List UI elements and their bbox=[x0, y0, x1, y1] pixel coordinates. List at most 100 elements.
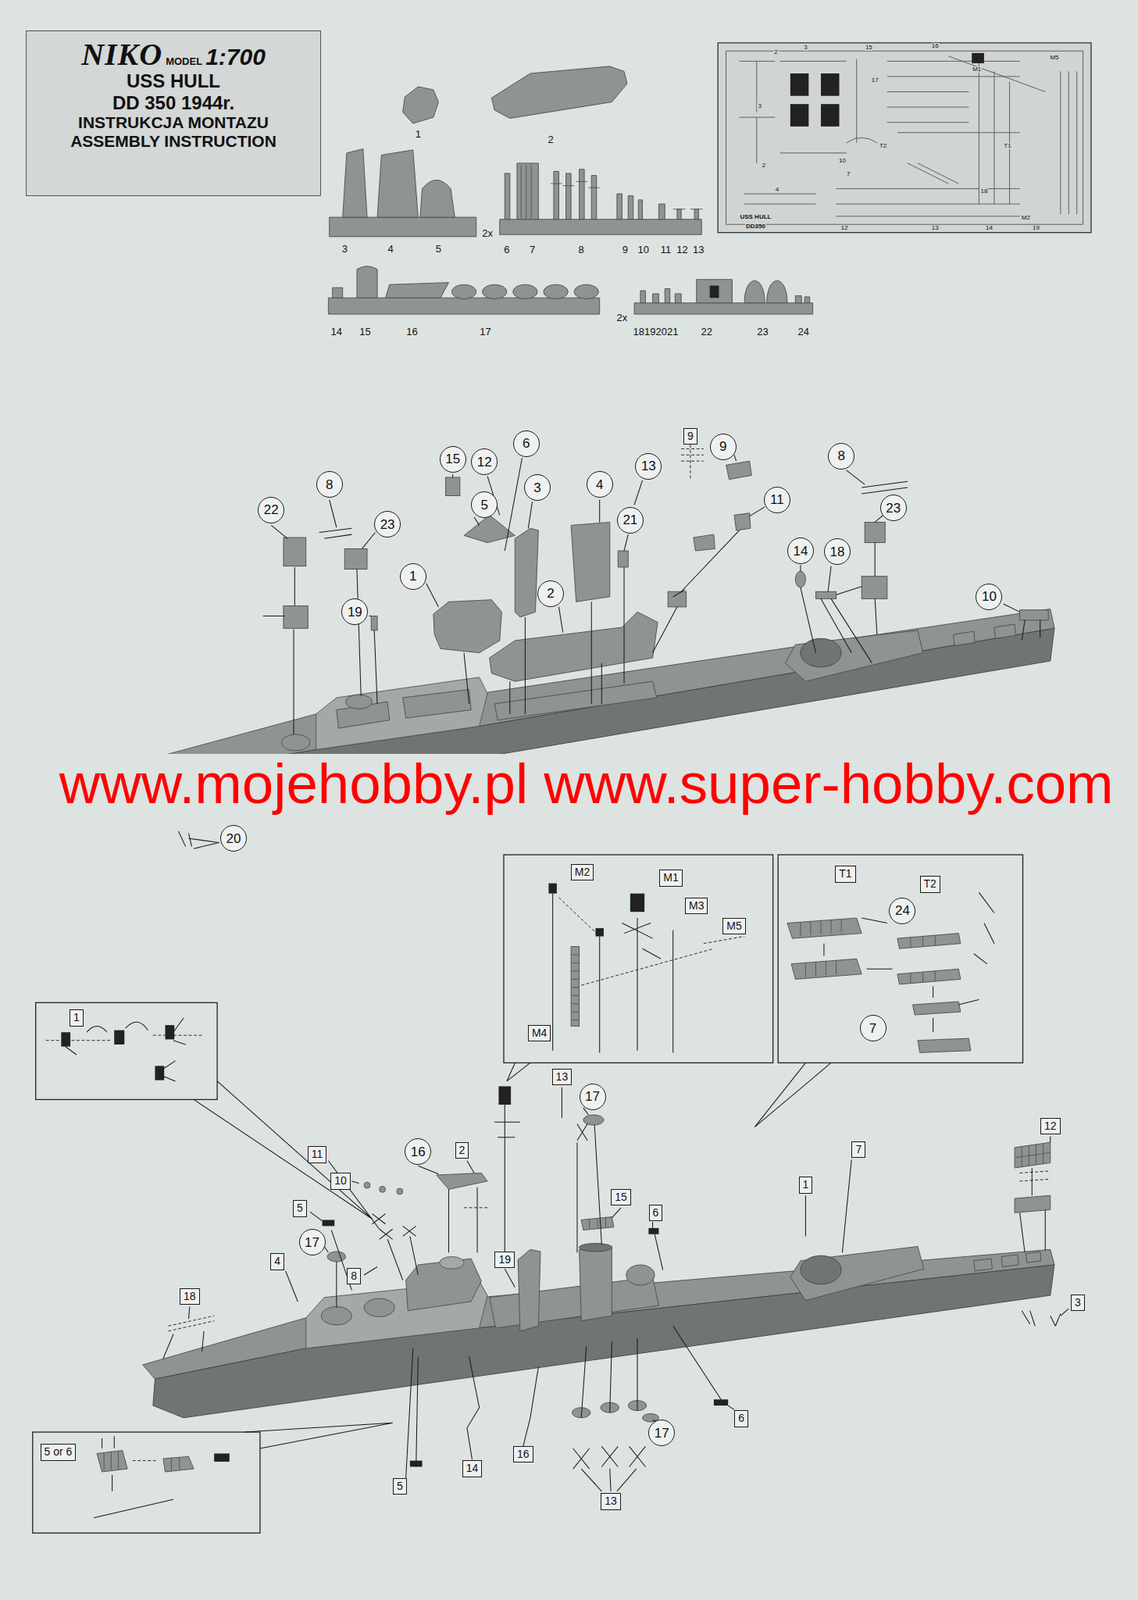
callout-circle: 15 bbox=[439, 445, 467, 473]
callout-number: 11 bbox=[770, 492, 785, 507]
inset-frame bbox=[503, 854, 774, 1063]
callout-circle: 22 bbox=[257, 496, 285, 524]
part-number: 9 bbox=[622, 244, 628, 255]
inset-pointer bbox=[754, 1062, 832, 1127]
part-number: 12 bbox=[676, 244, 688, 255]
callout-number: 1 bbox=[409, 569, 417, 583]
fret-part bbox=[820, 73, 840, 97]
callout-circle: 23 bbox=[374, 510, 401, 538]
fret-label: M1 bbox=[971, 66, 982, 73]
inset-pointer bbox=[506, 1062, 531, 1081]
callout-circle: 13 bbox=[634, 453, 662, 480]
callout-box: T1 bbox=[834, 865, 856, 882]
small-part bbox=[693, 460, 752, 551]
railing-parts bbox=[167, 1170, 1050, 1331]
mast-part bbox=[595, 927, 603, 936]
gun-mount bbox=[281, 734, 311, 751]
callout-circle: 3 bbox=[524, 474, 551, 501]
black-part bbox=[322, 1219, 336, 1226]
fret-label: 4 bbox=[774, 186, 780, 193]
callout-number: 6 bbox=[652, 1206, 660, 1219]
antenna-parts bbox=[372, 1123, 1061, 1469]
part-number: 22 bbox=[701, 326, 713, 337]
fret-label: USS HULL bbox=[738, 214, 772, 221]
callout-number: M5 bbox=[726, 920, 742, 932]
watermark: www.mojehobby.pl www.super-hobby.com bbox=[59, 753, 1114, 814]
callout-circle: 1 bbox=[399, 563, 427, 590]
callout-number: 3 bbox=[533, 481, 541, 495]
callout-number: 18 bbox=[829, 545, 845, 559]
callout-number: 16 bbox=[517, 1448, 530, 1460]
callout-number: 4 bbox=[595, 478, 603, 492]
callout-circle: 17 bbox=[299, 1228, 326, 1256]
float-disc bbox=[327, 1251, 347, 1262]
fret-part bbox=[790, 73, 810, 97]
gun-mount bbox=[321, 1305, 352, 1325]
part-number: 4 bbox=[387, 243, 393, 254]
fret-label: T2 bbox=[878, 142, 888, 150]
small-part bbox=[363, 1181, 371, 1188]
callout-number: 17 bbox=[585, 1089, 600, 1103]
callout-circle: 9 bbox=[709, 433, 737, 461]
radar bbox=[498, 1085, 511, 1105]
brand-subtitle: MODEL bbox=[165, 55, 203, 68]
callout-circle: 2 bbox=[537, 580, 564, 607]
callout-number: 23 bbox=[885, 501, 901, 515]
fret-label: 16 bbox=[931, 42, 940, 50]
part-number: 16 bbox=[406, 326, 418, 337]
director bbox=[626, 1264, 656, 1285]
gun-part bbox=[861, 576, 888, 600]
callout-box: 4 bbox=[270, 1252, 285, 1270]
callout-number: 10 bbox=[334, 1174, 347, 1187]
callout-number: 5 bbox=[296, 1202, 304, 1214]
callout-number: 13 bbox=[641, 459, 657, 473]
callout-number: 8 bbox=[837, 449, 845, 463]
callout-number: 8 bbox=[350, 1269, 357, 1282]
callout-number: M2 bbox=[574, 866, 590, 878]
callout-number: 7 bbox=[855, 1143, 862, 1156]
callout-box: 19 bbox=[494, 1251, 515, 1268]
gun-mount bbox=[363, 1298, 395, 1317]
callout-circle: 20 bbox=[220, 824, 247, 852]
callout-box: 3 bbox=[1070, 1294, 1085, 1311]
part-number: 23 bbox=[756, 326, 768, 337]
callout-number: 12 bbox=[477, 455, 493, 469]
photo-etch-part bbox=[65, 1017, 186, 1081]
inset-pointer bbox=[244, 1422, 393, 1449]
callout-number: 19 bbox=[347, 605, 363, 619]
gun-mount bbox=[344, 548, 368, 569]
callout-number: 19 bbox=[498, 1253, 511, 1266]
callout-box: 15 bbox=[610, 1188, 632, 1206]
callout-number: 24 bbox=[895, 903, 910, 917]
grid-hatching bbox=[103, 1451, 180, 1471]
fret-label: 17 bbox=[870, 77, 880, 84]
gun-mount bbox=[800, 1255, 842, 1285]
guide-lines bbox=[132, 1459, 159, 1461]
callout-box: 1 bbox=[799, 1176, 814, 1193]
callout-circle: 24 bbox=[888, 897, 916, 924]
boat bbox=[436, 1172, 488, 1189]
callout-box: 12 bbox=[1040, 1117, 1061, 1135]
callout-number: 15 bbox=[614, 1191, 628, 1203]
fret-label: 2 bbox=[761, 162, 767, 169]
part-number: 3 bbox=[342, 243, 348, 254]
deckhouse-part bbox=[489, 611, 658, 682]
gun-mount bbox=[800, 638, 842, 668]
callout-number: M3 bbox=[688, 899, 704, 912]
black-part bbox=[214, 1452, 230, 1461]
callout-circle: 12 bbox=[470, 448, 498, 475]
inset-frame bbox=[777, 854, 1023, 1063]
photo-etch-part bbox=[114, 1030, 125, 1045]
callout-box: 6 bbox=[649, 1204, 664, 1221]
callout-number: M4 bbox=[531, 1027, 547, 1039]
callout-number: 23 bbox=[380, 517, 396, 532]
brand-logo: NIKO bbox=[81, 39, 163, 71]
stack-top bbox=[579, 1243, 613, 1252]
part-number: 2x bbox=[617, 312, 628, 323]
small-part bbox=[371, 616, 378, 631]
fret-label: M5 bbox=[1048, 54, 1060, 61]
fret-label: DD350 bbox=[745, 223, 767, 230]
part-number: 7 bbox=[529, 244, 536, 255]
callout-number: 21 bbox=[622, 513, 638, 527]
